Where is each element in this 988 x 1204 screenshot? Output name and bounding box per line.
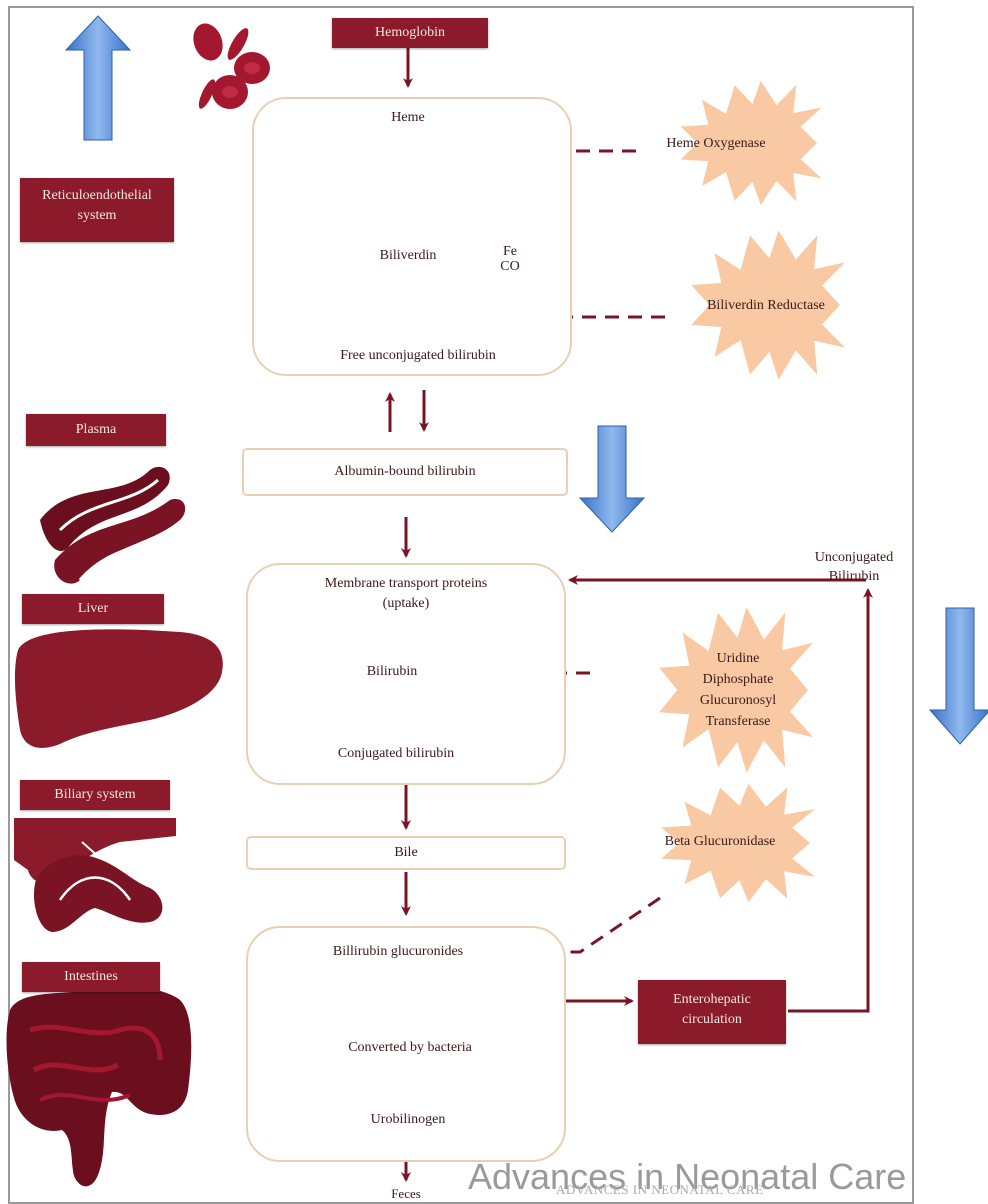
membrane-transport-proteins-text: Membrane transport proteins [325, 574, 488, 594]
unconjugated-line2: Bilirubin [815, 567, 894, 586]
urobilinogen-label: Urobilinogen [371, 1112, 446, 1128]
reticuloendothelial-system-label: Reticuloendothelial system [20, 178, 174, 242]
reticuloendothelial-box [252, 97, 572, 376]
bile-label: Bile [394, 845, 417, 861]
heme-label: Heme [391, 110, 424, 126]
udpgt-line3: Glucuronosyl [700, 690, 776, 711]
uptake-text: (uptake) [325, 594, 488, 614]
blue-down-arrow-icon-right [930, 608, 988, 744]
albumin-bound-bilirubin-label: Albumin-bound bilirubin [334, 464, 475, 480]
unconjugated-bilirubin-right-label: Unconjugated Bilirubin [815, 548, 894, 586]
biliary-system-label: Biliary system [20, 780, 170, 810]
unconjugated-line1: Unconjugated [815, 548, 894, 567]
membrane-transport-label: Membrane transport proteins (uptake) [325, 574, 488, 614]
udpgt-line2: Diphosphate [700, 669, 776, 690]
udpgt-label: Uridine Diphosphate Glucuronosyl Transfe… [700, 648, 776, 732]
feces-label: Feces [391, 1186, 421, 1202]
journal-watermark-small: ADVANCES IN NEONATAL CARE [556, 1182, 764, 1198]
intestines-icon [7, 987, 192, 1186]
enterohepatic-line1: Enterohepatic [638, 990, 786, 1010]
conjugated-bilirubin-label: Conjugated bilirubin [338, 746, 454, 762]
free-unconjugated-bilirubin-label: Free unconjugated bilirubin [340, 348, 496, 364]
albumin-bound-bilirubin-bar: Albumin-bound bilirubin [242, 448, 568, 496]
co-label: CO [500, 259, 519, 274]
plasma-molecule-icon [40, 467, 185, 584]
blue-up-arrow-icon [66, 16, 130, 140]
intestines-label: Intestines [22, 962, 160, 992]
reticuloendothelial-line2: system [20, 206, 174, 226]
fe-label: Fe [500, 244, 519, 259]
reticuloendothelial-line1: Reticuloendothelial [20, 186, 174, 206]
hemoglobin-label: Hemoglobin [332, 18, 488, 48]
bile-bar: Bile [246, 836, 566, 870]
enterohepatic-line2: circulation [638, 1010, 786, 1030]
liver-icon [15, 629, 223, 748]
liver-label: Liver [22, 594, 164, 624]
fe-co-label: Fe CO [500, 244, 519, 274]
udpgt-line1: Uridine [700, 648, 776, 669]
converted-by-bacteria-label: Converted by bacteria [348, 1040, 472, 1056]
bilirubin-label: Bilirubin [367, 664, 418, 680]
biliverdin-reductase-label: Biliverdin Reductase [707, 298, 825, 314]
heme-oxygenase-label: Heme Oxygenase [666, 136, 765, 152]
beta-glucuronidase-label: Beta Glucuronidase [665, 834, 776, 850]
biliverdin-label: Biliverdin [380, 248, 437, 264]
blue-down-arrow-icon [580, 426, 644, 532]
enterohepatic-circulation-box: Enterohepatic circulation [638, 980, 786, 1044]
udpgt-line4: Transferase [700, 711, 776, 732]
billirubin-glucuronides-label: Billirubin glucuronides [333, 944, 463, 960]
red-blood-cells-icon [188, 19, 270, 110]
biliary-system-icon [14, 818, 176, 932]
plasma-label: Plasma [26, 414, 166, 446]
